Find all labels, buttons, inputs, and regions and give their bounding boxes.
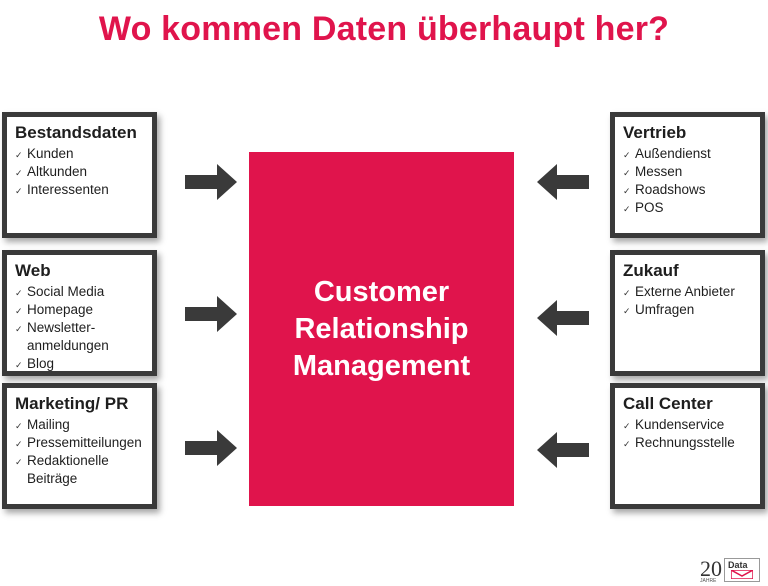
list-item: ✓Altkunden	[15, 163, 144, 181]
list-item: ✓Homepage	[15, 301, 144, 319]
list-item: ✓Interessenten	[15, 181, 144, 199]
box-marketing-pr: Marketing/ PR ✓Mailing ✓Pressemitteilung…	[2, 383, 157, 509]
list-item: ✓Kundenservice	[623, 416, 752, 434]
list-item: ✓Roadshows	[623, 181, 752, 199]
box-heading: Vertrieb	[623, 123, 687, 142]
check-icon: ✓	[623, 306, 631, 316]
box-heading: Call Center	[623, 394, 713, 413]
check-icon: ✓	[15, 439, 23, 449]
logo-number: 20	[700, 556, 722, 581]
box-web: Web ✓Social Media ✓Homepage ✓Newsletter-…	[2, 250, 157, 376]
check-icon: ✓	[623, 150, 631, 160]
check-icon: ✓	[623, 204, 631, 214]
list-item: ✓Rechnungsstelle	[623, 434, 752, 452]
arrow-left-icon	[537, 164, 589, 200]
list-item: ✓Umfragen	[623, 301, 752, 319]
list-item: ✓Externe Anbieter	[623, 283, 752, 301]
logo-sub: JAHRE	[700, 578, 717, 584]
list-item: ✓Social Media	[15, 283, 144, 301]
logo: 20 JAHRE Data	[700, 556, 762, 584]
check-icon: ✓	[15, 306, 23, 316]
check-icon: ✓	[15, 288, 23, 298]
page-title: Wo kommen Daten überhaupt her?	[98, 10, 670, 48]
arrow-right-icon	[185, 296, 237, 332]
check-icon: ✓	[15, 168, 23, 178]
list-item: ✓POS	[623, 199, 752, 217]
box-heading: Web	[15, 261, 51, 280]
box-zukauf: Zukauf ✓Externe Anbieter ✓Umfragen	[610, 250, 765, 376]
box-heading: Bestandsdaten	[15, 123, 137, 142]
list-item: ✓Mailing	[15, 416, 144, 434]
arrow-left-icon	[537, 300, 589, 336]
arrow-right-icon	[185, 430, 237, 466]
check-icon: ✓	[15, 360, 23, 370]
list-item: ✓Messen	[623, 163, 752, 181]
logo-word: Data	[728, 560, 748, 570]
check-icon: ✓	[623, 288, 631, 298]
check-icon: ✓	[15, 324, 23, 334]
check-icon: ✓	[15, 186, 23, 196]
list-item: ✓Außendienst	[623, 145, 752, 163]
box-heading: Marketing/ PR	[15, 394, 129, 413]
arrow-right-icon	[185, 164, 237, 200]
check-icon: ✓	[15, 457, 23, 467]
list-item: ✓Redaktionelle Beiträge	[15, 453, 109, 486]
crm-center-box: Customer Relationship Management	[249, 152, 514, 506]
list-item: ✓Blog	[15, 355, 144, 373]
arrow-left-icon	[537, 432, 589, 468]
box-call-center: Call Center ✓Kundenservice ✓Rechnungsste…	[610, 383, 765, 509]
box-vertrieb: Vertrieb ✓Außendienst ✓Messen ✓Roadshows…	[610, 112, 765, 238]
logo-badge: Data	[724, 558, 760, 582]
list-item: ✓Kunden	[15, 145, 144, 163]
check-icon: ✓	[623, 439, 631, 449]
box-bestandsdaten: Bestandsdaten ✓Kunden ✓Altkunden ✓Intere…	[2, 112, 157, 238]
crm-label: Customer Relationship Management	[292, 275, 471, 382]
box-heading: Zukauf	[623, 261, 679, 280]
list-item: ✓Pressemitteilungen	[15, 434, 144, 452]
check-icon: ✓	[15, 150, 23, 160]
list-item: ✓Newsletter- anmeldungen	[15, 320, 109, 353]
check-icon: ✓	[623, 186, 631, 196]
check-icon: ✓	[15, 421, 23, 431]
envelope-icon	[731, 570, 753, 579]
check-icon: ✓	[623, 168, 631, 178]
check-icon: ✓	[623, 421, 631, 431]
